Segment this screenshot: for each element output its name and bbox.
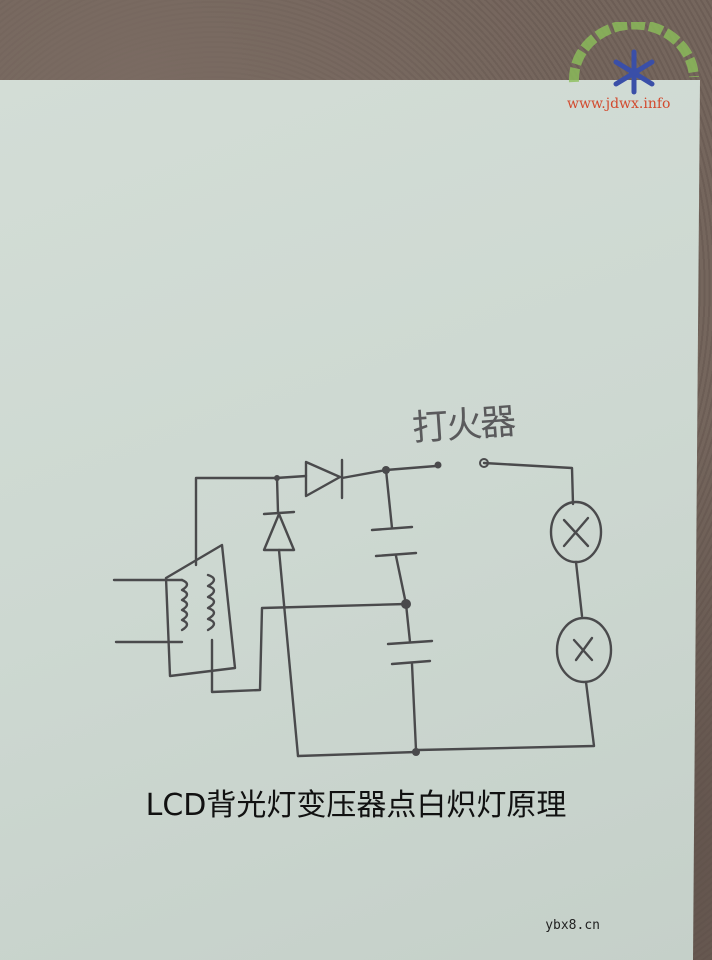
lamp-lower xyxy=(555,616,613,684)
transformer-core xyxy=(164,543,237,678)
site-logo-watermark xyxy=(568,22,699,95)
wire-secondary-top xyxy=(194,476,278,567)
capacitor-upper xyxy=(370,468,418,606)
wire-between-lamps xyxy=(574,560,584,618)
wire-return-right xyxy=(416,680,596,752)
lamp-upper xyxy=(549,500,603,564)
wire-to-gap xyxy=(384,464,438,472)
diode-horizontal xyxy=(304,458,388,500)
wire-to-lamp1 xyxy=(482,461,575,506)
wire-bottom-rail xyxy=(296,750,418,758)
diagram-caption: LCD背光灯变压器点白炽灯原理 xyxy=(145,788,567,823)
wire-secondary-bottom xyxy=(210,602,408,694)
capacitor-lower xyxy=(386,602,434,752)
bottom-node xyxy=(412,748,420,756)
wire-top-rail xyxy=(274,474,308,480)
transformer xyxy=(112,543,237,678)
diode-vertical xyxy=(262,476,300,758)
spark-gap-left xyxy=(434,461,442,469)
secondary-coil xyxy=(206,573,216,632)
source-watermark: ybx8.cn xyxy=(545,918,600,933)
primary-coil xyxy=(180,578,189,632)
watermark-url: www.jdwx.info xyxy=(567,96,671,112)
paper-sheet xyxy=(0,80,700,960)
